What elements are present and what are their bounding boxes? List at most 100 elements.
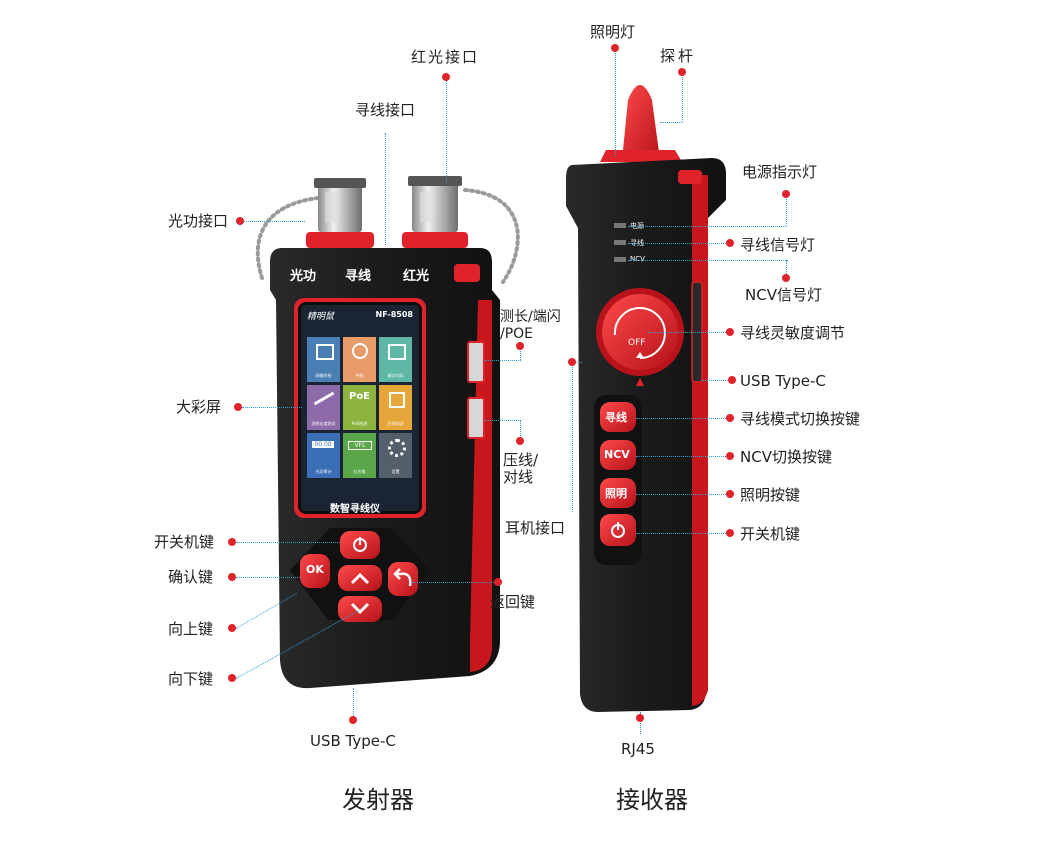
leader-length-poe-h xyxy=(485,360,521,361)
ok-button[interactable] xyxy=(300,554,330,588)
leader-length-poe xyxy=(520,346,521,360)
knob-label: OFF xyxy=(628,338,646,348)
app-grid: 网络时检 寻线 端口闪烁 测线长度测试 PoE PoE检测 压线测试 00.00… xyxy=(307,337,413,478)
app-tile-meter[interactable]: 00.00 光功率计 xyxy=(307,433,340,478)
leader-usb-side xyxy=(702,380,730,381)
label-up-key: 向上键 xyxy=(168,620,214,638)
rj45-slot-2 xyxy=(467,397,485,439)
leader-power-led-h xyxy=(628,226,786,227)
indicator-label-ncv: NCV xyxy=(630,255,645,263)
dot-light xyxy=(611,44,619,52)
label-mode-key: 寻线模式切换按键 xyxy=(740,410,861,428)
app-tile-vfl[interactable]: VFL 红光笔 xyxy=(343,433,376,478)
ok-button-label: OK xyxy=(306,563,324,576)
back-button[interactable] xyxy=(388,562,418,596)
leader-mode-key xyxy=(636,418,728,419)
dot-back-key xyxy=(494,578,502,586)
dot-mode-key xyxy=(726,414,734,422)
label-power-led: 电源指示灯 xyxy=(742,163,818,181)
label-trace-led: 寻线信号灯 xyxy=(740,236,816,254)
vfl-icon: VFL xyxy=(348,441,372,450)
app-tile-port[interactable]: 端口闪烁 xyxy=(379,337,412,382)
network-icon xyxy=(316,344,334,360)
leader-light-key xyxy=(636,494,728,495)
caption-receiver: 接收器 xyxy=(616,786,688,814)
dot-ncv-key xyxy=(726,452,734,460)
trace-mode-button-label: 寻线 xyxy=(605,411,627,424)
label-light: 照明灯 xyxy=(590,23,636,41)
leader-ncv-key xyxy=(636,456,728,457)
dot-probe xyxy=(678,68,686,76)
trace-mode-button[interactable] xyxy=(600,402,636,432)
label-power-key-receiver: 开关机键 xyxy=(740,525,801,543)
leader-power-key-r xyxy=(636,533,728,534)
sensitivity-knob[interactable] xyxy=(596,288,684,376)
label-light-key: 照明按键 xyxy=(740,486,801,504)
dot-trace-led xyxy=(726,239,734,247)
light-button[interactable] xyxy=(600,478,636,508)
leader-ok-key xyxy=(236,577,300,578)
dot-crimp xyxy=(516,437,524,445)
leader-usb-bottom xyxy=(353,688,354,720)
transmitter-port-label-optical: 光功 xyxy=(290,269,317,284)
label-tracer-port: 寻线接口 xyxy=(355,101,416,119)
dot-length-poe xyxy=(516,342,524,350)
dot-power-led xyxy=(782,190,790,198)
rj45-slot-1 xyxy=(467,341,485,383)
receiver-probe xyxy=(622,85,660,160)
leader-power-led xyxy=(786,194,787,226)
dot-usb-bottom xyxy=(349,716,357,724)
label-earphone: 耳机接口 xyxy=(505,519,566,537)
leader-rj45 xyxy=(640,712,641,734)
label-probe: 探杆 xyxy=(660,47,697,65)
top-red-plate xyxy=(454,264,480,282)
dot-power-key xyxy=(228,538,236,546)
dot-up-key xyxy=(228,624,236,632)
dot-red-port xyxy=(442,73,450,81)
leader-probe-h xyxy=(660,122,682,123)
rj45-icon xyxy=(389,392,405,408)
label-crimp-2: 对线 xyxy=(503,468,534,486)
leader-earphone-h xyxy=(572,362,582,363)
power-button[interactable] xyxy=(340,531,380,559)
brand-logo: 精明鼠 xyxy=(307,312,335,322)
dot-earphone xyxy=(568,358,576,366)
app-tile-network[interactable]: 网络时检 xyxy=(307,337,340,382)
search-icon xyxy=(352,343,368,359)
chevron-up-icon xyxy=(350,572,370,585)
app-tile-length[interactable]: 测线长度测试 xyxy=(307,385,340,430)
label-sensitivity: 寻线灵敏度调节 xyxy=(740,324,846,342)
leader-back-key xyxy=(412,582,496,583)
dot-big-screen xyxy=(234,403,242,411)
label-crimp: 压线/ xyxy=(503,451,539,469)
dot-sensitivity xyxy=(726,328,734,336)
leader-red-port xyxy=(446,78,447,182)
transmitter-port-label-tracer: 寻线 xyxy=(345,269,372,284)
app-tile-crimp[interactable]: 压线测试 xyxy=(379,385,412,430)
leader-ncv-led xyxy=(628,260,788,261)
leader-optical-power xyxy=(243,221,305,222)
leader-trace-led xyxy=(628,243,728,244)
dot-optical-power xyxy=(236,217,244,225)
bead-chain-left xyxy=(255,196,320,280)
ncv-button[interactable] xyxy=(600,440,636,470)
app-tile-tracer[interactable]: 寻线 xyxy=(343,337,376,382)
down-button[interactable] xyxy=(338,596,382,622)
optical-power-connector xyxy=(306,178,374,248)
app-tile-settings[interactable]: 设置 xyxy=(379,433,412,478)
screen-title: 数智寻线仪 xyxy=(330,504,380,515)
leader-power-key xyxy=(236,542,340,543)
probe-base xyxy=(600,150,682,162)
caption-transmitter: 发射器 xyxy=(342,786,414,814)
leader-crimp-h xyxy=(485,420,521,421)
dot-ncv-led xyxy=(782,274,790,282)
transmitter-port-label-red: 红光 xyxy=(403,269,430,284)
receiver-power-button[interactable] xyxy=(600,514,636,546)
receiver-body xyxy=(566,158,726,712)
label-rj45: RJ45 xyxy=(621,740,655,758)
up-button[interactable] xyxy=(338,565,382,591)
label-length-poe-2: /POE xyxy=(500,326,534,342)
app-tile-poe[interactable]: PoE PoE检测 xyxy=(343,385,376,430)
dot-light-key xyxy=(726,490,734,498)
